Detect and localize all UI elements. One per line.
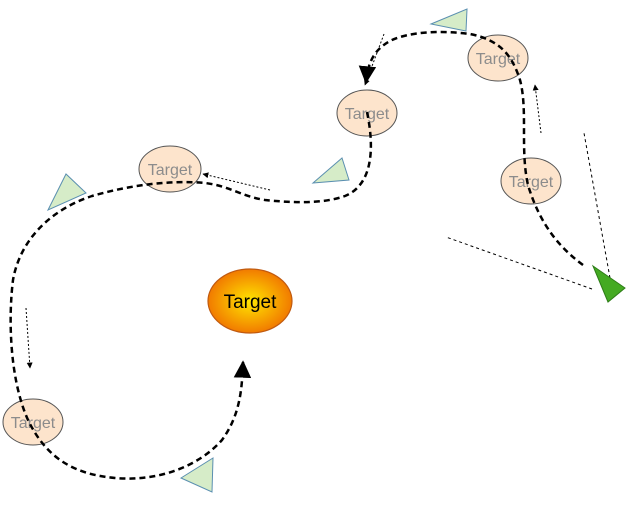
pose-marker-1	[429, 8, 468, 32]
pose-marker-2	[311, 157, 350, 184]
goal-target-label: Target	[224, 292, 278, 313]
direction-arrow-4	[25, 307, 33, 369]
waypoint-3-label: Target	[509, 174, 554, 191]
direction-arrow-2	[532, 84, 542, 134]
view-cone-line-lower	[445, 236, 593, 290]
waypoint-4-label: Target	[148, 162, 193, 179]
goal-target: Target	[207, 268, 293, 334]
direction-arrow-1	[364, 33, 385, 86]
direction-arrow-3	[202, 172, 271, 191]
trajectory-path	[358, 30, 584, 267]
pose-marker-3	[46, 173, 87, 212]
trajectory-path-mid	[9, 111, 373, 480]
waypoint-5: Target	[2, 398, 64, 446]
pose-marker-4	[179, 457, 214, 493]
current-pose-marker	[591, 264, 626, 303]
waypoint-5-label: Target	[11, 415, 56, 432]
waypoint-4: Target	[138, 145, 202, 193]
waypoint-3: Target	[500, 157, 562, 205]
view-cone-line-upper	[583, 132, 611, 279]
